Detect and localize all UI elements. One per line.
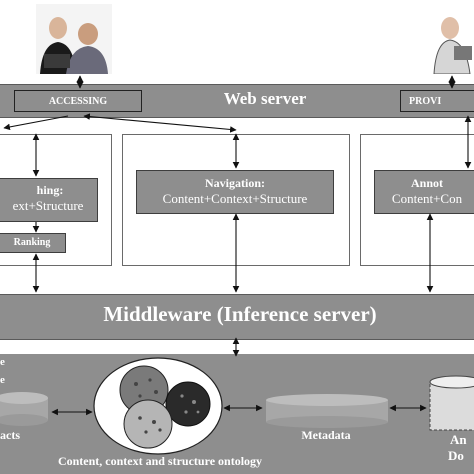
searching-title: hing:: [36, 183, 64, 197]
ontology-label: Content, context and structure ontology: [57, 454, 263, 468]
accessing-box: ACCESSING: [14, 90, 142, 112]
navigation-box: Navigation: Content+Context+Structure: [136, 170, 334, 214]
annotation-subtitle: Content+Con: [391, 191, 463, 206]
middleware-title: Middleware (Inference server): [103, 302, 377, 326]
kb-left-fragment-2: e: [0, 374, 5, 386]
providing-box: PROVI: [400, 90, 474, 112]
provider-user-icon: [430, 12, 474, 74]
users-group-icon: [36, 4, 112, 74]
searching-box: hing: ext+Structure: [0, 178, 98, 222]
annotated-label-2: Do: [448, 448, 464, 463]
ranking-label: Ranking: [13, 237, 51, 248]
kb-left-fragment-1: e: [0, 356, 5, 368]
annotated-label-1: An: [450, 432, 467, 447]
artifacts-label: acts: [0, 428, 20, 442]
searching-subtitle: ext+Structure: [12, 198, 84, 213]
web-server-title: Web server: [223, 89, 307, 108]
ranking-box: Ranking: [0, 233, 66, 253]
ontology-circles-icon: [93, 357, 223, 455]
accessing-to-navigation-arrow: [83, 113, 237, 133]
annotated-documents-icon: [429, 375, 474, 431]
annotation-title: Annot: [410, 176, 443, 190]
metadata-cylinder-icon: [266, 394, 388, 428]
accessing-label: ACCESSING: [48, 96, 108, 107]
navigation-subtitle: Content+Context+Structure: [162, 191, 308, 206]
artifacts-cylinder-icon: [0, 392, 48, 426]
providing-label: PROVI: [409, 96, 442, 107]
accessing-to-search-arrow: [3, 115, 69, 131]
annotation-box: Annot Content+Con: [374, 170, 474, 214]
metadata-label: Metadata: [301, 428, 351, 442]
navigation-title: Navigation:: [205, 176, 265, 190]
